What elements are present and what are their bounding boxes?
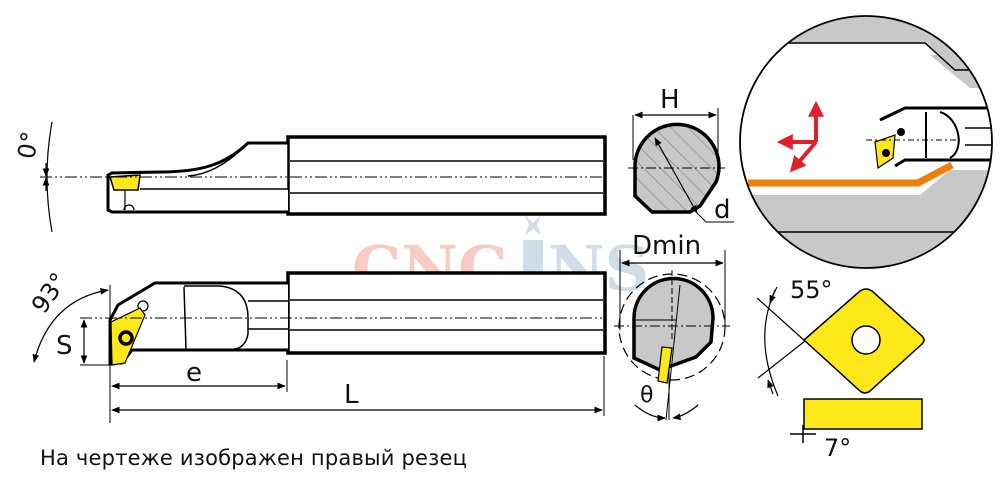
angle-label-93deg: 93° (26, 268, 73, 319)
minimum-bore-section (614, 250, 730, 422)
insert-section (657, 346, 673, 384)
dimension-label-e: e (186, 358, 202, 388)
shank-side (286, 271, 607, 355)
dimension-label-d: d (714, 195, 731, 225)
watermark-star-icon (525, 215, 541, 235)
cutting-force-arrows (776, 100, 824, 173)
caption-right-hand-tool: На чертеже изображен правый резец (40, 446, 468, 470)
dimension-label-h: H (660, 85, 680, 115)
dimension-label-l: L (344, 380, 359, 410)
angle-label-0deg: 0° (12, 129, 44, 161)
machining-detail-view (739, 15, 993, 269)
shank-top (286, 135, 607, 216)
angle-label-theta: θ (640, 383, 653, 408)
angle-label-7deg: 7° (824, 434, 851, 462)
top-view (40, 121, 607, 233)
side-view (32, 271, 607, 423)
insert-top-view (109, 174, 141, 191)
dimension-label-dmin: Dmin (632, 231, 701, 261)
dimension-label-s: S (56, 331, 73, 361)
insert-geometry (756, 286, 925, 443)
insert-side-profile (803, 398, 923, 430)
chip-path (748, 161, 954, 187)
insert-side-view (110, 307, 146, 366)
shank-cross-section (628, 108, 734, 223)
angle-label-55deg: 55° (790, 276, 833, 304)
